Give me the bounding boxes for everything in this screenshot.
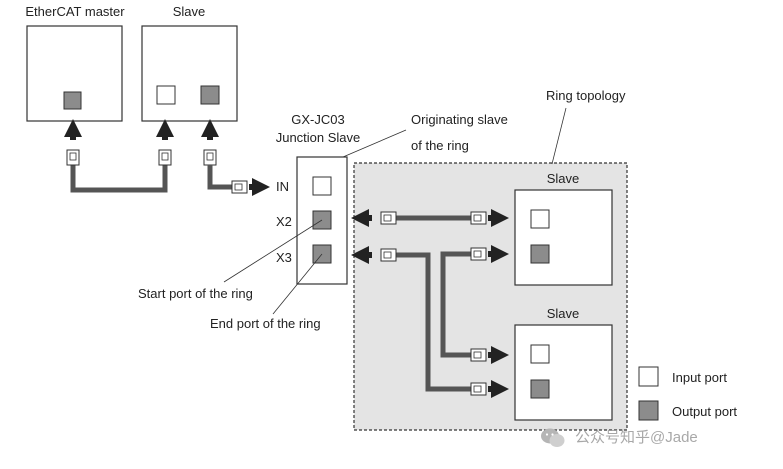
master-output-port [63,91,82,110]
ring-slave-2-label: Slave [546,306,580,321]
callout-start-port [223,219,323,283]
wechat-icon [541,428,565,447]
ring-slave-2-box [514,324,613,421]
port-x2-label: X2 [276,214,292,229]
callout-end-port [272,253,323,315]
legend-input-swatch [638,366,659,387]
slave-top-input-port [156,85,176,105]
connector-slave-out [203,149,217,166]
ring-slave-1-label: Slave [546,171,580,186]
connector-x3-slave2 [470,382,487,396]
callout-originating [342,129,407,158]
start-port-label: Start port of the ring [138,286,253,301]
connector-master [66,149,80,166]
cable-slave1-to-slave2 [440,251,471,358]
ring-slave-2-output-port [530,379,550,399]
ring-topology-label: Ring topology [546,88,626,103]
connector-x2-slave1 [470,211,487,225]
legend-output-swatch [638,400,659,421]
watermark-text: 公众号知乎@Jade [575,429,698,446]
slave-top-output-port [200,85,220,105]
ring-slave-1-input-port [530,209,550,229]
connector-slave-in [158,149,172,166]
cable-slave-to-junction [207,165,232,190]
legend-output-label: Output port [672,404,738,419]
port-x3-label: X3 [276,250,292,265]
ethercat-master-label: EtherCAT master [25,4,125,19]
slave-top-box [141,25,238,122]
callout-ring-topology [551,107,567,165]
legend-input-label: Input port [672,370,727,385]
junction-label-line2: Junction Slave [275,130,361,145]
cable-x3-to-slave2 [396,252,471,392]
end-port-label: End port of the ring [210,316,321,331]
slave-top-label: Slave [172,4,206,19]
originating-label-line1: Originating slave [411,112,508,127]
ring-slave-2-input-port [530,344,550,364]
connector-slave2-in [470,348,487,362]
ring-slave-1-box [514,189,613,286]
junction-label-line1: GX-JC03 [291,112,345,127]
port-in-label: IN [276,179,289,194]
connector-x3-junction [380,248,397,262]
connector-x2-junction [380,211,397,225]
connector-junction-in [231,180,248,194]
originating-label-line2: of the ring [411,138,469,153]
cable-master-to-slave [70,165,168,193]
ring-slave-1-output-port [530,244,550,264]
junction-in-port [312,176,332,196]
connector-slave1-out [470,247,487,261]
